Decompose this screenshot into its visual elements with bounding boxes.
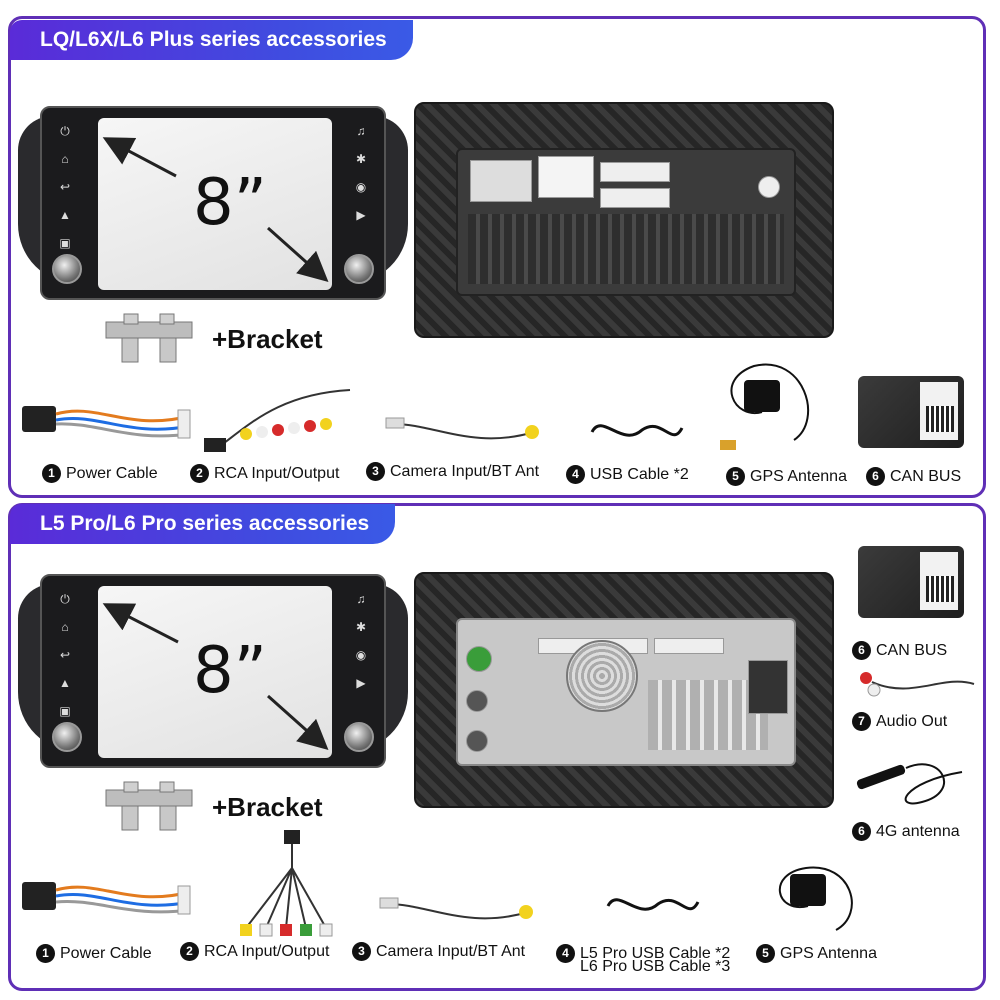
top-section-title: LQ/L6X/L6 Plus series accessories bbox=[10, 20, 413, 60]
bracket-label: +Bracket bbox=[212, 324, 323, 354]
camera-cable-image bbox=[379, 897, 533, 920]
head-unit-image-top: ⏻⌂↩▲▣ ♫✱◉▶ 8” bbox=[18, 106, 408, 304]
rca-cable-image bbox=[240, 830, 333, 937]
usb-cable-image bbox=[606, 898, 700, 911]
bracket-image bbox=[105, 781, 193, 831]
diagonal-arrows-icon bbox=[102, 137, 329, 282]
power-cable-image bbox=[22, 406, 191, 439]
gps-antenna-image bbox=[778, 866, 853, 931]
can-bus-image bbox=[858, 546, 964, 618]
audio-out-cable-image bbox=[860, 672, 975, 697]
camera-cable-image bbox=[385, 417, 539, 440]
power-cable-image bbox=[22, 882, 191, 915]
diagonal-arrows-icon bbox=[102, 603, 329, 750]
bracket-image bbox=[105, 313, 193, 363]
head-unit-image-bottom: ⏻⌂↩▲▣ ♫✱◉▶ 8” bbox=[18, 574, 408, 772]
back-panel-image-top bbox=[414, 102, 834, 338]
screen-size-label: 8” bbox=[193, 166, 267, 240]
bottom-section-title: L5 Pro/L6 Pro series accessories bbox=[10, 504, 396, 544]
gps-antenna-image bbox=[720, 363, 810, 450]
usb-cable-image bbox=[590, 424, 684, 437]
can-bus-image bbox=[858, 376, 964, 448]
rca-cable-image bbox=[204, 389, 351, 452]
accessory-label-line2: L6 Pro USB Cable *3 bbox=[580, 958, 731, 975]
4g-antenna-image bbox=[856, 763, 963, 805]
screen-size-label: 8” bbox=[193, 634, 267, 708]
bracket-label: +Bracket bbox=[212, 792, 323, 822]
back-panel-image-bottom bbox=[414, 572, 834, 808]
